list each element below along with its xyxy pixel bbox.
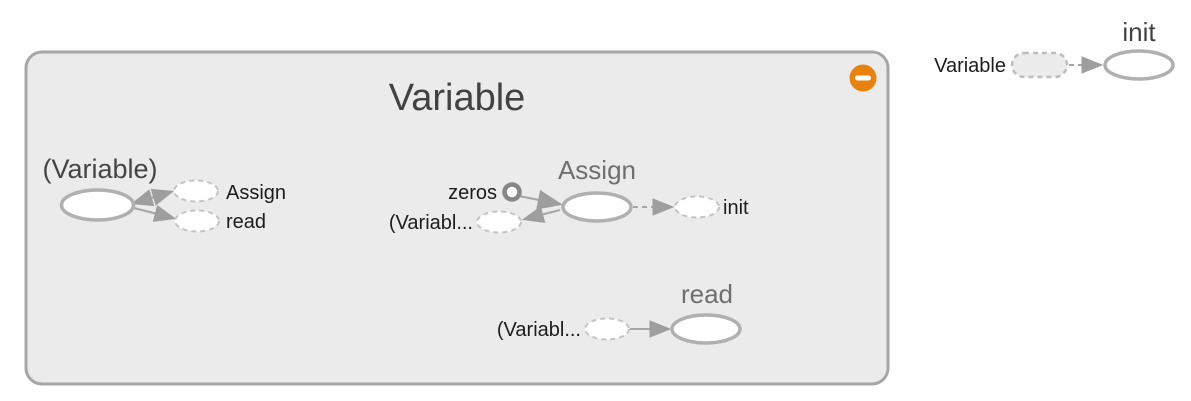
edge-zeros-assign [518,190,563,210]
node-init-aux: init Variable [934,17,1175,81]
op-node-ellipse[interactable] [59,188,136,222]
collapse-button[interactable] [849,64,877,92]
const-node-zeros[interactable] [502,182,522,202]
proxy-node-init[interactable] [674,195,720,219]
proxy-node-read[interactable] [174,209,220,233]
annotation-label-variable: (Variabl... [389,212,473,234]
proxy-node-variable[interactable] [584,317,630,341]
edge-variable-read [133,204,177,222]
edge-variable-assign [130,188,175,207]
proxy-node-assign[interactable] [173,179,219,203]
proxy-node-variable-rect[interactable] [1010,51,1069,79]
annotation-label-read: read [226,211,266,233]
proxy-node-variable[interactable] [476,210,522,234]
node-title: Assign [558,155,636,185]
annotation-label-zeros: zeros [448,182,497,204]
annotation-label-variable: (Variabl... [497,319,581,341]
node-title: (Variable) [42,154,157,184]
node-title: read [681,279,733,309]
op-node-ellipse[interactable] [561,191,633,223]
annotation-label-variable: Variable [934,55,1006,77]
node-assign: Assign zeros (Variabl... init [389,155,749,234]
op-node-ellipse[interactable] [670,313,742,345]
node-title: init [1122,17,1156,47]
annotation-label-assign: Assign [226,182,286,204]
node-read: read (Variabl... [497,279,742,345]
edge-assign-variable [521,205,561,223]
node-variable-internal: (Variable) Assign read [42,154,286,233]
annotation-label-init: init [723,197,749,219]
op-node-ellipse[interactable] [1103,49,1175,81]
group-node-title: Variable [389,77,526,119]
group-node-body[interactable] [24,50,890,386]
group-node-variable: Variable (Variable) Assign read Assign [24,50,890,386]
minus-bar-icon [855,75,871,81]
